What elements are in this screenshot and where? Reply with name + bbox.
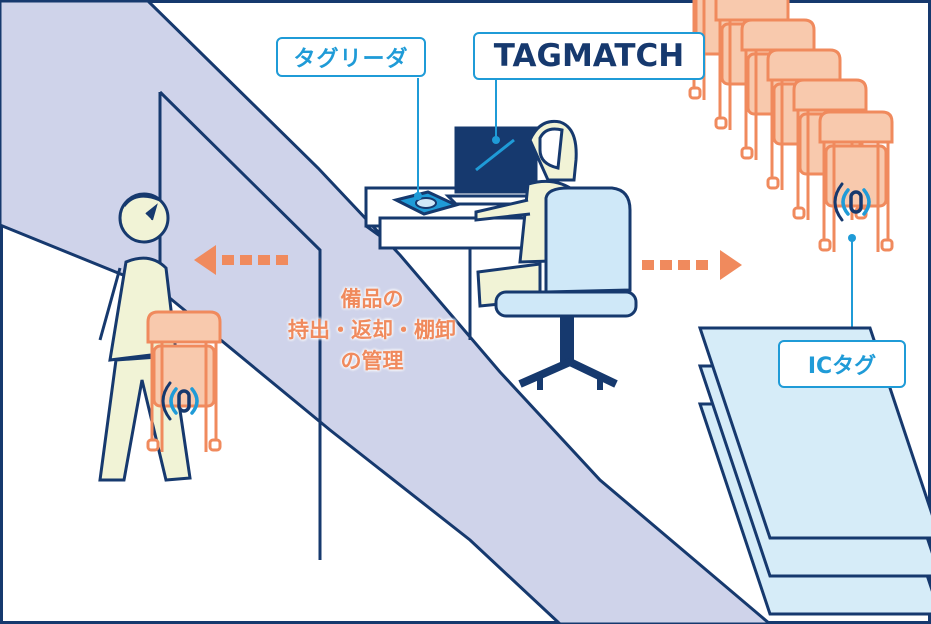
- caption-line-1: 備品の: [340, 287, 404, 311]
- caption: 備品の 持出・返却・棚卸 の管理: [252, 284, 492, 377]
- tag-reader-label: タグリーダ: [276, 37, 426, 77]
- ic-tag-label: ICタグ: [778, 340, 906, 388]
- brand-label: TAGMATCH: [473, 32, 705, 80]
- brand-leader: [492, 80, 500, 144]
- caption-line-3: の管理: [340, 349, 404, 373]
- office-chair: [494, 186, 638, 390]
- arrow-right: [642, 250, 742, 280]
- arrow-left: [194, 245, 288, 275]
- caption-line-2: 持出・返却・棚卸: [288, 318, 456, 342]
- ictag-leader: [848, 234, 856, 342]
- wall-line: [158, 90, 322, 560]
- floor-path: [0, 0, 773, 624]
- reader-leader: [414, 78, 422, 200]
